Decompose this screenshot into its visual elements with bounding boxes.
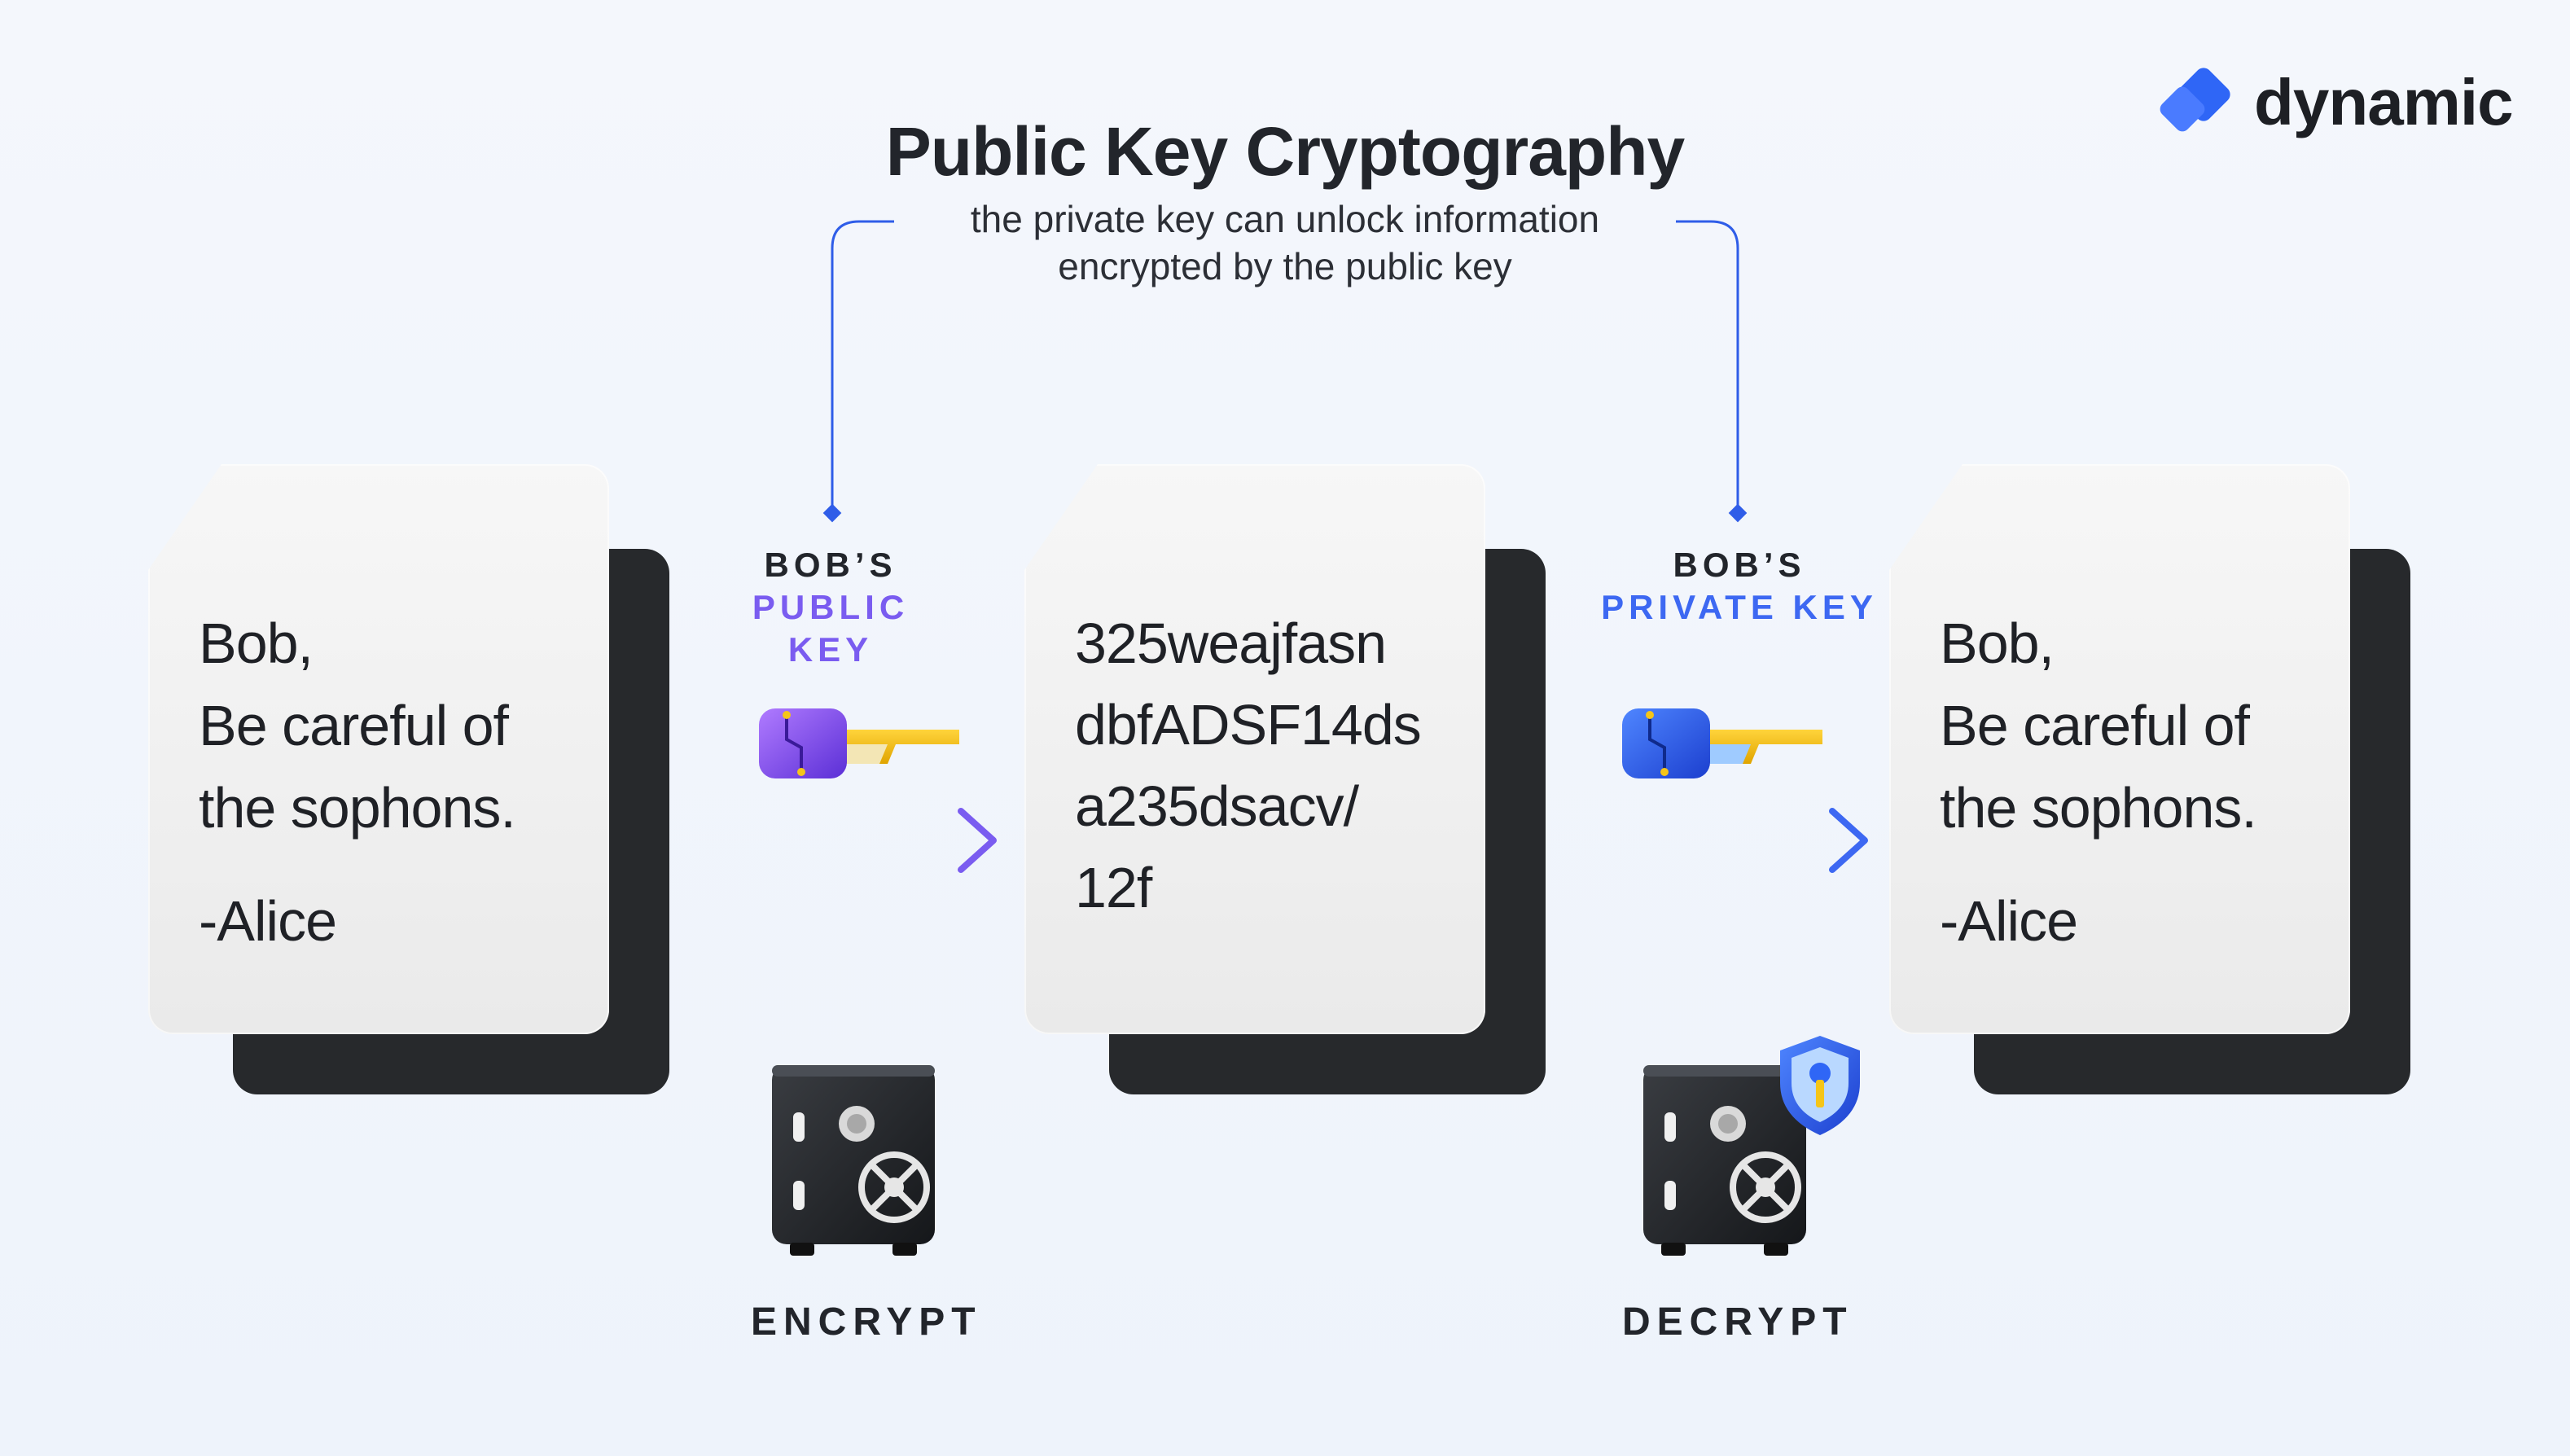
brand-logo: dynamic <box>2158 65 2514 140</box>
message-line: Be careful of <box>1940 694 2250 757</box>
subtitle-line-2: encrypted by the public key <box>1058 245 1512 287</box>
ciphertext-document: 325weajfasn dbfADSF14ds a235dsacv/ 12f <box>1024 464 1546 1094</box>
key-icon <box>759 708 959 778</box>
safe-icon <box>1643 1065 1806 1256</box>
message-text: Bob, Be careful of the sophons. -Alice <box>1940 603 2257 963</box>
ciphertext-text: 325weajfasn dbfADSF14ds a235dsacv/ 12f <box>1075 603 1422 928</box>
message-line: Bob, <box>1940 612 2055 675</box>
message-line: the sophons. <box>1940 776 2257 840</box>
plaintext-document-left: Bob, Be careful of the sophons. -Alice <box>148 464 669 1094</box>
key-owner: BOB’S <box>764 546 897 584</box>
message-line: Bob, <box>199 612 314 675</box>
message-signature: -Alice <box>199 889 337 953</box>
safe-icon <box>772 1065 935 1256</box>
connector-right <box>1676 220 1739 513</box>
connector-left-dot <box>822 503 842 523</box>
message-line: Be careful of <box>199 694 509 757</box>
diagram-subtitle: the private key can unlock information e… <box>878 195 1692 290</box>
document-front <box>1024 464 1485 1034</box>
ciphertext-line: dbfADSF14ds <box>1075 693 1422 757</box>
subtitle-line-1: the private key can unlock information <box>970 198 1600 240</box>
decrypt-label: DECRYPT <box>1622 1300 1853 1344</box>
plaintext-document-right: Bob, Be careful of the sophons. -Alice <box>1889 464 2410 1094</box>
message-text: Bob, Be careful of the sophons. -Alice <box>199 603 516 963</box>
key-owner: BOB’S <box>1673 546 1806 584</box>
key-icon <box>1622 708 1822 778</box>
key-name: PUBLIC KEY <box>752 588 910 669</box>
ciphertext-line: a235dsacv/ <box>1075 774 1359 838</box>
shield-icon <box>1780 1036 1860 1135</box>
ciphertext-line: 12f <box>1075 856 1152 919</box>
message-signature: -Alice <box>1940 889 2078 953</box>
document-front <box>148 464 609 1034</box>
encrypt-label: ENCRYPT <box>751 1300 982 1344</box>
connector-left <box>831 220 894 513</box>
arrow-right-icon <box>1601 808 1868 873</box>
message-line: the sophons. <box>199 776 516 840</box>
diagram-title: Public Key Cryptography <box>885 113 1686 190</box>
document-front <box>1889 464 2350 1034</box>
brand-name: dynamic <box>2254 66 2514 138</box>
connector-right-dot <box>1728 503 1748 523</box>
ciphertext-line: 325weajfasn <box>1075 612 1387 675</box>
arrow-right-icon <box>730 808 997 873</box>
key-name: PRIVATE KEY <box>1601 588 1878 626</box>
dynamic-logo-icon <box>2160 68 2230 132</box>
private-key-label: BOB’S PRIVATE KEY <box>1601 544 1878 629</box>
public-key-label: BOB’S PUBLIC KEY <box>717 544 945 671</box>
